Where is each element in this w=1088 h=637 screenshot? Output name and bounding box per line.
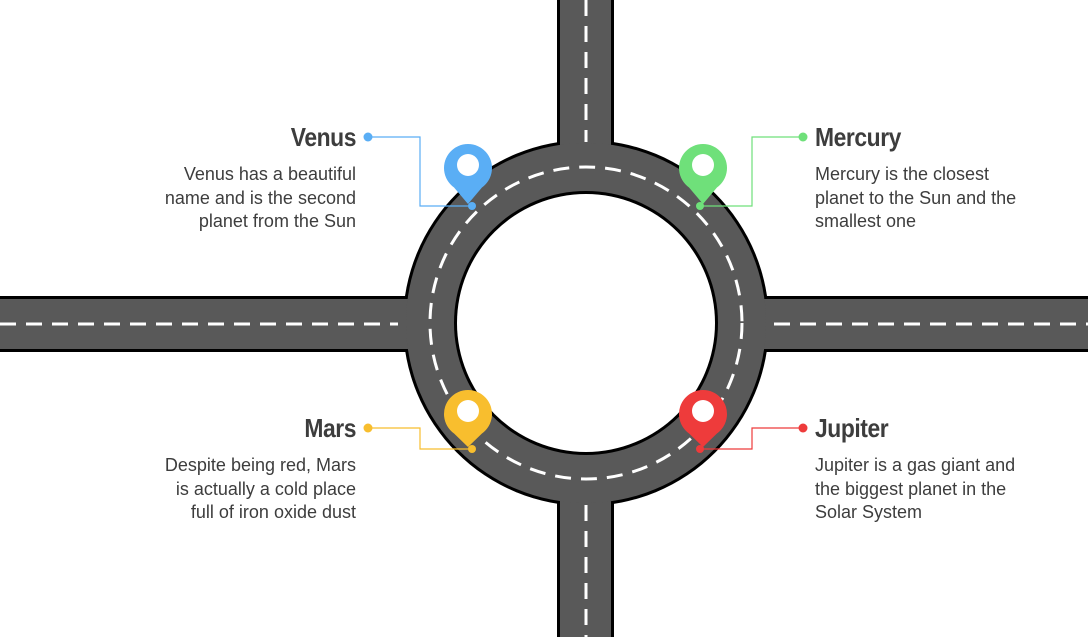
venus-label: Venus Venus has a beautiful name and is … xyxy=(96,122,357,234)
jupiter-connector-line xyxy=(700,427,803,450)
mars-title: Mars xyxy=(304,413,356,443)
mars-description: Despite being red, Mars is actually a co… xyxy=(164,455,356,522)
roundabout-island xyxy=(454,191,718,455)
jupiter-label: Jupiter Jupiter is a gas giant and the b… xyxy=(815,413,1075,525)
mars-map-pin-icon xyxy=(444,390,493,447)
mercury-connector-line xyxy=(700,136,803,207)
map-pins xyxy=(443,144,728,447)
mercury-title: Mercury xyxy=(815,122,901,152)
venus-title: Venus xyxy=(290,122,357,152)
jupiter-title: Jupiter xyxy=(815,413,889,443)
venus-pin-anchor-dot xyxy=(468,202,476,210)
jupiter-pin-anchor-dot xyxy=(696,445,704,453)
mercury-connector-dot xyxy=(798,132,808,142)
venus-description: Venus has a beautiful name and is the se… xyxy=(164,164,356,231)
jupiter-map-pin-icon xyxy=(679,390,728,447)
mercury-label: Mercury Mercury is the closest planet to… xyxy=(815,122,1075,234)
mercury-description: Mercury is the closest planet to the Sun… xyxy=(815,164,1017,231)
pin-connectors xyxy=(363,132,808,453)
mars-connector-line xyxy=(368,427,472,450)
venus-connector-dot xyxy=(363,132,373,142)
venus-connector-line xyxy=(368,136,472,207)
mars-label: Mars Despite being red, Mars is actually… xyxy=(96,413,357,525)
mercury-map-pin-icon xyxy=(679,144,728,204)
jupiter-description: Jupiter is a gas giant and the biggest p… xyxy=(815,455,1016,522)
mercury-pin-anchor-dot xyxy=(696,202,704,210)
mars-connector-dot xyxy=(363,423,373,433)
venus-map-pin-icon xyxy=(443,144,492,204)
jupiter-connector-dot xyxy=(798,423,808,433)
mars-pin-anchor-dot xyxy=(468,445,476,453)
